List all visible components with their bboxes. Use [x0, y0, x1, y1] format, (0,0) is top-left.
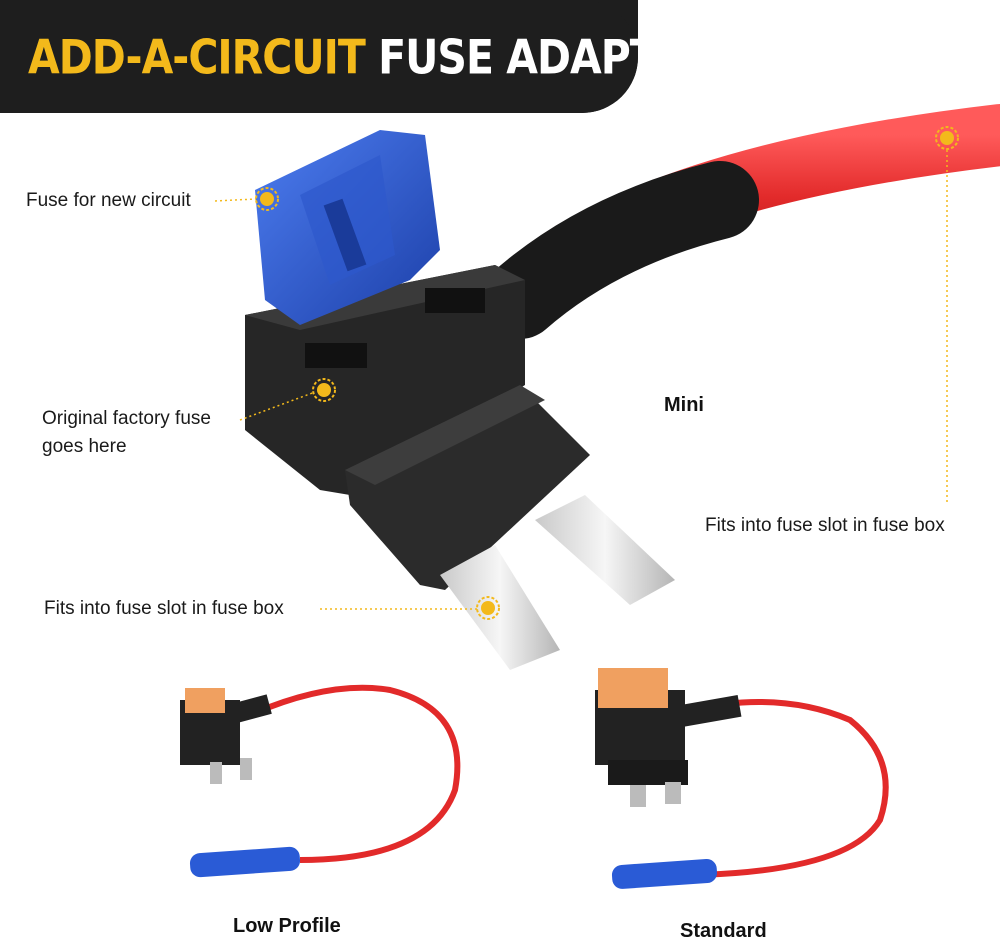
callout-factory-fuse-line1: Original factory fuse — [42, 408, 211, 429]
mini-adapter — [245, 265, 675, 670]
callout-factory-fuse-line2: goes here — [42, 436, 127, 457]
variant-label-low-profile: Low Profile — [233, 915, 341, 937]
prong-right — [535, 495, 675, 605]
title-accent: ADD-A-CIRCUIT — [28, 30, 366, 86]
callout-fuse-slot-left: Fits into fuse slot in fuse box — [44, 598, 284, 619]
low-profile-adapter — [180, 684, 461, 878]
title-main: FUSE ADAPTER — [378, 30, 715, 86]
page-title: ADD-A-CIRCUIT FUSE ADAPTER — [28, 30, 715, 86]
heat-shrink — [481, 161, 759, 339]
callout-new-circuit-fuse: Fuse for new circuit — [26, 190, 191, 211]
standard-adapter — [595, 668, 889, 889]
variant-label-standard: Standard — [680, 920, 767, 942]
callout-fuse-slot-right: Fits into fuse slot in fuse box — [705, 515, 945, 536]
prong-left — [440, 545, 560, 670]
callout-lines — [214, 150, 948, 610]
callout-dots — [255, 126, 959, 620]
main-wire — [481, 104, 1000, 339]
blue-mini-fuse — [255, 130, 440, 325]
title-banner: ADD-A-CIRCUIT FUSE ADAPTER — [0, 0, 715, 113]
variant-label-mini: Mini — [664, 394, 704, 416]
